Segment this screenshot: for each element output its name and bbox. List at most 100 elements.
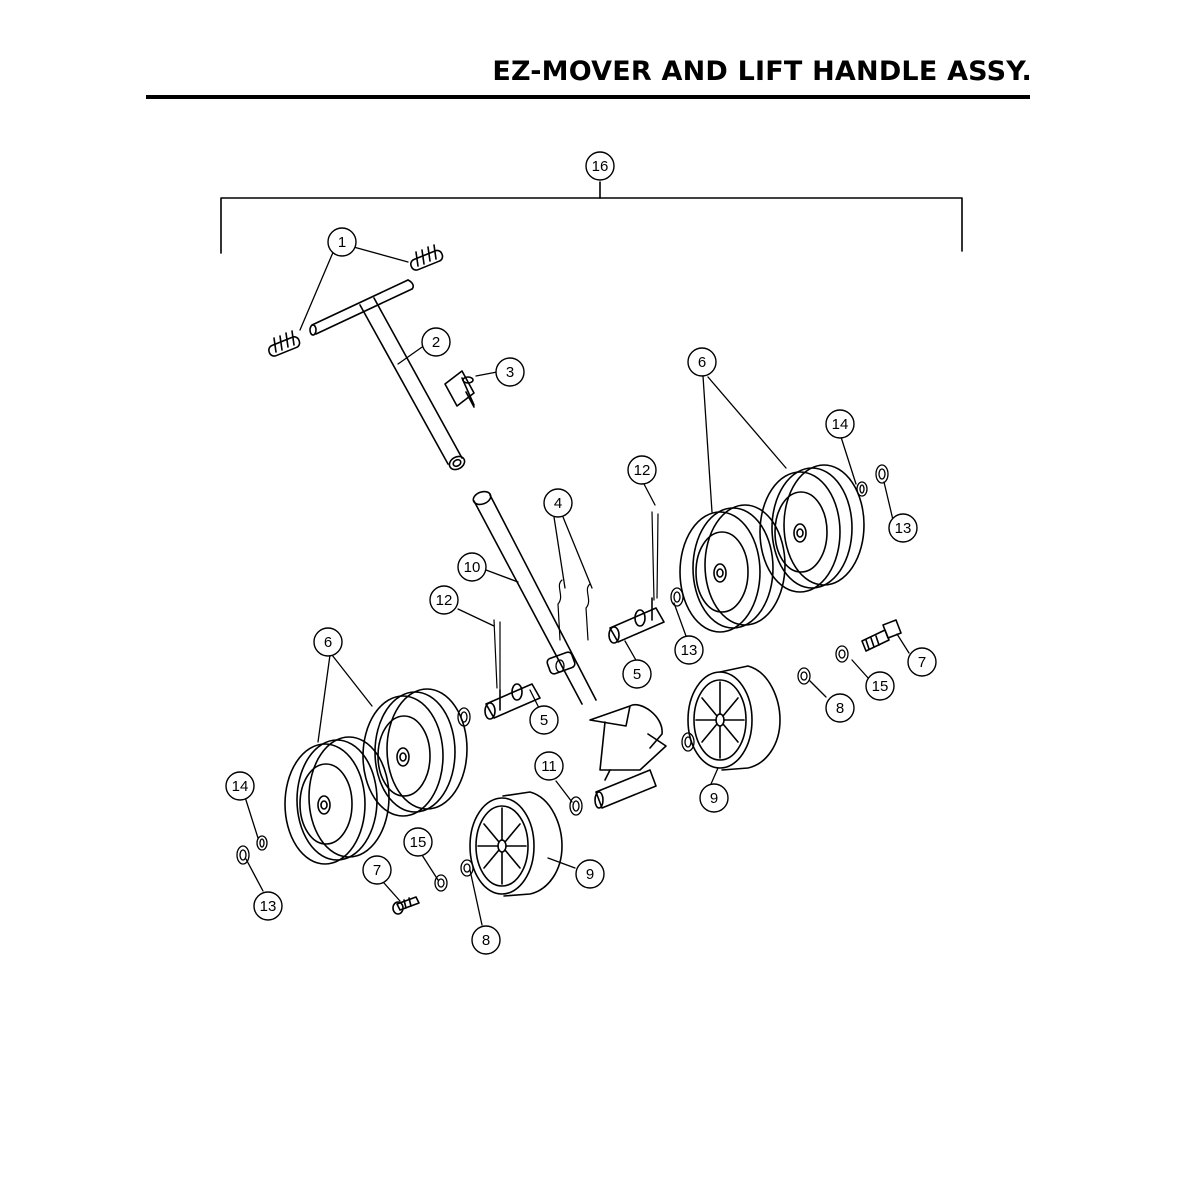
callout-circle [907, 647, 937, 677]
callout-c14b: 14 [225, 771, 255, 801]
axle-right [608, 597, 665, 644]
callout-c15a: 15 [865, 671, 895, 701]
bolt-lower [392, 896, 420, 915]
callout-number: 6 [324, 634, 332, 651]
callout-number: 6 [698, 354, 706, 371]
callout-c1: 1 [327, 227, 357, 257]
page-title: EZ-MOVER AND LIFT HANDLE ASSY. [492, 56, 1032, 87]
callout-c10: 10 [457, 552, 487, 582]
callout-c13c: 13 [253, 891, 283, 921]
callout-circle [327, 227, 357, 257]
caster-wheel-lower [469, 791, 563, 897]
assembly-bracket [220, 181, 963, 254]
callout-c12a: 12 [627, 455, 657, 485]
callout-circle [575, 859, 605, 889]
callout-c9b: 9 [575, 859, 605, 889]
callout-circle [825, 693, 855, 723]
callout-number: 8 [836, 700, 844, 717]
callout-circle [421, 327, 451, 357]
callout-circle [865, 671, 895, 701]
wheel-large-lower-front [284, 736, 390, 865]
callout-c4: 4 [543, 488, 573, 518]
callout-c6a: 6 [687, 347, 717, 377]
callout-circle [529, 705, 559, 735]
callout-circle [825, 409, 855, 439]
callout-c11: 11 [534, 751, 564, 781]
callout-number: 9 [586, 866, 594, 883]
callout-number: 5 [540, 712, 548, 729]
callout-number: 7 [373, 862, 381, 879]
lock-pin [444, 370, 475, 408]
callout-c16: 16 [585, 151, 615, 181]
title-underline [146, 95, 1030, 99]
handle-grip-left [268, 330, 301, 357]
callout-number: 15 [872, 678, 889, 695]
callout-circle [534, 751, 564, 781]
washers [236, 464, 889, 892]
callout-number: 15 [410, 834, 427, 851]
callout-number: 13 [681, 642, 698, 659]
callout-circle [457, 552, 487, 582]
callout-number: 2 [432, 334, 440, 351]
callout-circle [429, 585, 459, 615]
callout-number: 8 [482, 932, 490, 949]
wheel-large-upper-front [679, 504, 786, 633]
callout-number: 12 [436, 592, 453, 609]
callout-number: 1 [338, 234, 346, 251]
callout-number: 16 [592, 158, 609, 175]
caster-wheel-upper [687, 665, 781, 771]
hairpin-clips [557, 579, 591, 641]
callout-c13b: 13 [674, 635, 704, 665]
callout-circle [585, 151, 615, 181]
callout-c15b: 15 [403, 827, 433, 857]
callout-c9a: 9 [699, 783, 729, 813]
callout-circle [403, 827, 433, 857]
t-handle [309, 279, 466, 471]
wheel-large-lower-rear [362, 688, 468, 817]
callout-number: 5 [633, 666, 641, 683]
callout-c5a: 5 [622, 659, 652, 689]
callout-c14a: 14 [825, 409, 855, 439]
callout-c12b: 12 [429, 585, 459, 615]
callout-circle [543, 488, 573, 518]
callout-circle [888, 513, 918, 543]
callout-number: 13 [260, 898, 277, 915]
callout-c8a: 8 [825, 693, 855, 723]
callout-circle [674, 635, 704, 665]
callout-circle [495, 357, 525, 387]
callout-circle [313, 627, 343, 657]
callout-c13a: 13 [888, 513, 918, 543]
callout-number: 10 [464, 559, 481, 576]
callout-circle [687, 347, 717, 377]
callout-circle [471, 925, 501, 955]
callout-c2: 2 [421, 327, 451, 357]
callout-c7a: 7 [907, 647, 937, 677]
callout-circle [699, 783, 729, 813]
callout-number: 11 [541, 758, 557, 775]
callout-number: 4 [554, 495, 562, 512]
callout-circle [362, 855, 392, 885]
callout-number: 7 [918, 654, 926, 671]
cotter-pins [493, 511, 659, 691]
callout-c6b: 6 [313, 627, 343, 657]
callout-c5b: 5 [529, 705, 559, 735]
callout-circle [627, 455, 657, 485]
spacer [594, 769, 657, 809]
callout-c3: 3 [495, 357, 525, 387]
axle-left [484, 683, 541, 720]
handle-grip-right [410, 244, 444, 271]
wheel-large-upper-rear [759, 464, 865, 593]
lift-lever [472, 490, 667, 781]
callout-number: 12 [634, 462, 651, 479]
callout-number: 14 [232, 778, 249, 795]
callout-number: 3 [506, 364, 514, 381]
bolt-upper [861, 619, 902, 652]
callout-circle [622, 659, 652, 689]
callout-circle [253, 891, 283, 921]
callout-number: 9 [710, 790, 718, 807]
callout-c7b: 7 [362, 855, 392, 885]
leader-lines [244, 245, 910, 926]
callout-number: 14 [832, 416, 849, 433]
